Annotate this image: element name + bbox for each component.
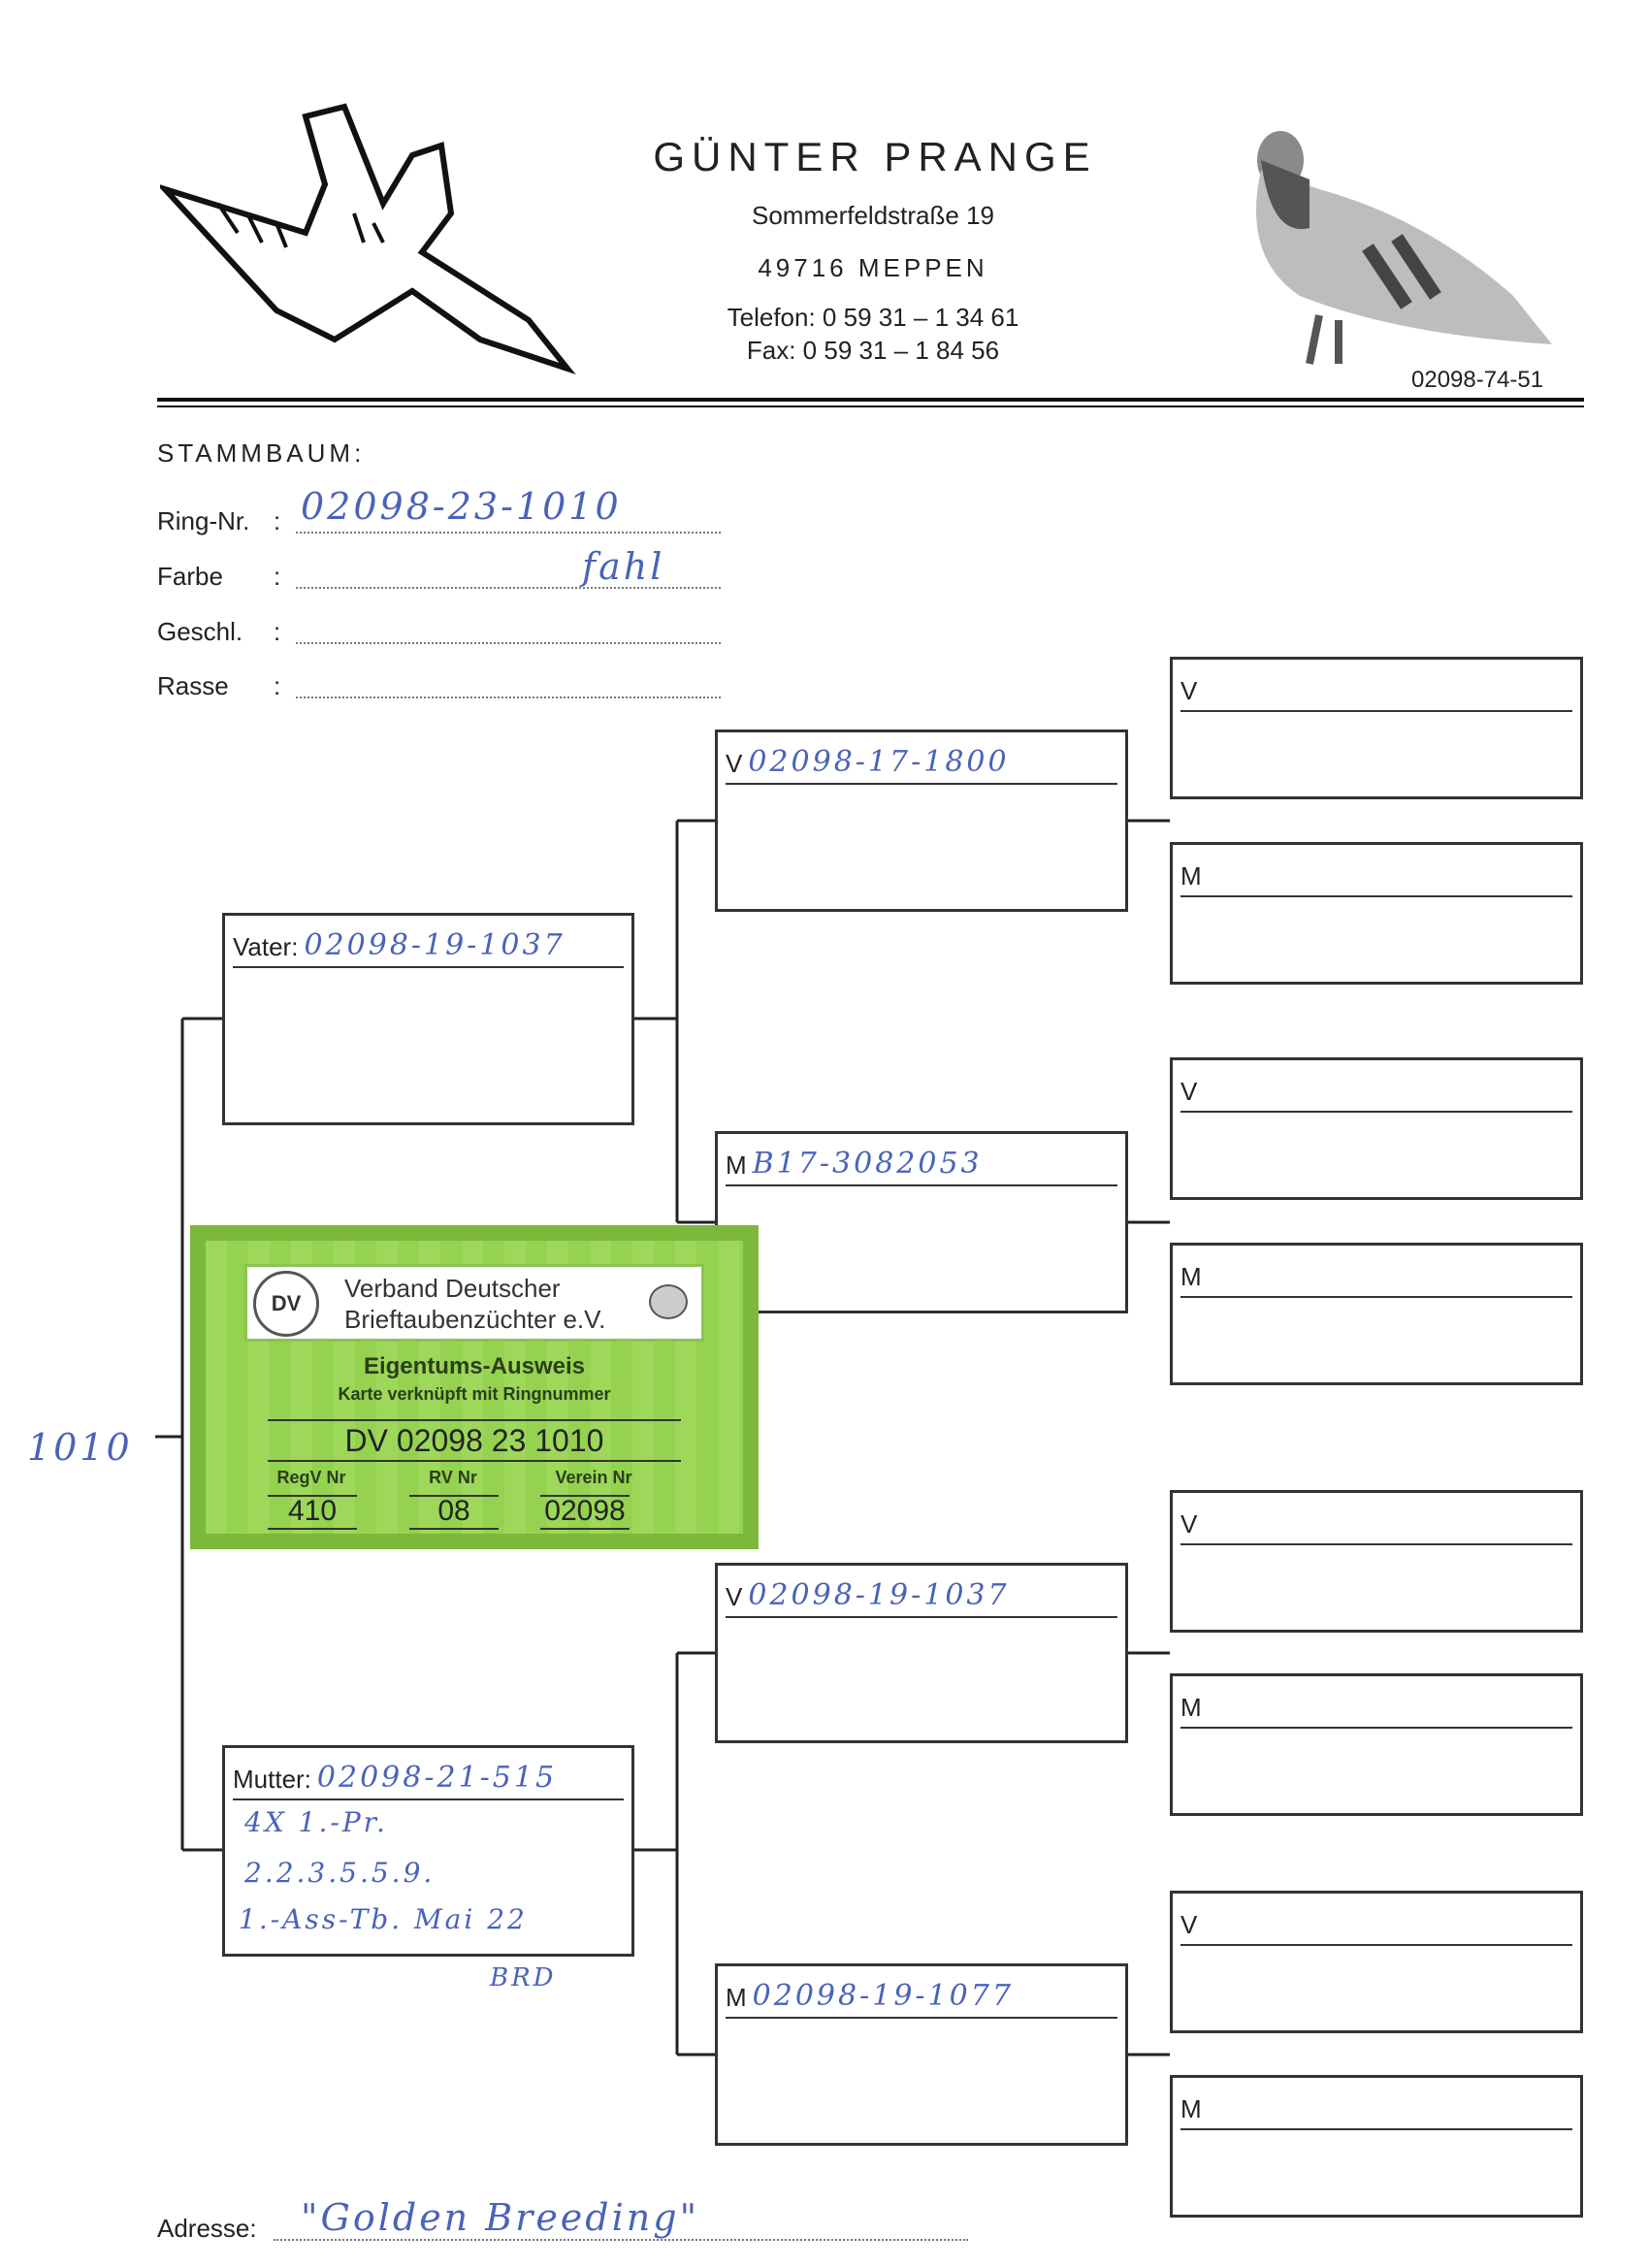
great-grandparent-box[interactable]: V [1170, 1057, 1583, 1200]
fax: Fax: 0 59 31 – 1 84 56 [746, 336, 1000, 365]
pigeon-ring-caption: 02098-74-51 [1411, 367, 1544, 393]
great-grandparent-box[interactable]: M [1170, 1243, 1583, 1385]
ggp-label: V [1180, 1077, 1198, 1106]
org-line1: Verband Deutscher [344, 1274, 561, 1303]
great-grandparent-box[interactable]: V [1170, 1490, 1583, 1633]
ggp-label: M [1180, 1262, 1202, 1291]
great-grandparent-box[interactable]: V [1170, 1891, 1583, 2033]
father-label: Vater: [233, 932, 299, 961]
phone: Telefon: 0 59 31 – 1 34 61 [727, 303, 1019, 332]
sex-field[interactable] [296, 642, 721, 644]
colon: : [274, 671, 281, 700]
gp-label: V [726, 1582, 743, 1611]
rv-label: RV Nr [429, 1468, 477, 1487]
org-line2: Brieftaubenzüchter e.V. [344, 1305, 606, 1334]
globe-logo-icon [649, 1284, 688, 1319]
regv-label: RegV Nr [276, 1468, 346, 1487]
gp-ring: B17-3082053 [752, 1147, 983, 1181]
mother-note: 4X 1.-Pr. [244, 1806, 388, 1838]
breeder-name: GÜNTER PRANGE [653, 134, 1097, 179]
mother-note: 2.2.3.5.5.9. [244, 1857, 436, 1889]
form-title: STAMMBAUM: [157, 438, 366, 468]
mother-extra-note: BRD [490, 1963, 557, 1993]
swallow-logo [160, 103, 576, 375]
father-box[interactable]: Vater:02098-19-1037 [222, 913, 634, 1125]
dv-seal-icon: DV [253, 1271, 319, 1337]
gp-ring: 02098-19-1037 [748, 1578, 1010, 1612]
card-ring: DV 02098 23 1010 [344, 1423, 604, 1458]
colon: : [274, 617, 281, 646]
color-value: fahl [582, 545, 665, 588]
gp-ring: 02098-17-1800 [748, 745, 1010, 779]
pigeon-photo [1256, 131, 1552, 365]
header-divider [157, 398, 1584, 402]
card-subtitle: Karte verknüpft mit Ringnummer [338, 1384, 611, 1404]
color-field[interactable] [296, 587, 721, 589]
header-divider-thin [157, 405, 1584, 407]
address-value: "Golden Breeding" [301, 2196, 700, 2239]
address-field[interactable] [274, 2239, 968, 2241]
color-label: Farbe [157, 562, 223, 591]
gp-label: M [726, 1150, 747, 1180]
ggp-label: V [1180, 1509, 1198, 1539]
ring-field[interactable] [296, 532, 721, 534]
verein-label: Verein Nr [555, 1468, 632, 1487]
great-grandparent-box[interactable]: V [1170, 657, 1583, 799]
great-grandparent-box[interactable]: M [1170, 2075, 1583, 2218]
mother-note: 1.-Ass-Tb. Mai 22 [239, 1903, 528, 1935]
side-note: 1010 [27, 1426, 133, 1469]
mother-box[interactable]: Mutter:02098-21-515 4X 1.-Pr. 2.2.3.5.5.… [222, 1745, 634, 1957]
mother-label: Mutter: [233, 1765, 311, 1794]
rv-value: 08 [437, 1495, 470, 1527]
sex-label: Geschl. [157, 617, 243, 646]
great-grandparent-box[interactable]: M [1170, 1673, 1583, 1816]
card-title: Eigentums-Ausweis [363, 1353, 586, 1379]
ggp-label: M [1180, 1693, 1202, 1722]
regv-value: 410 [287, 1495, 338, 1527]
ggp-label: M [1180, 2094, 1202, 2123]
father-ring: 02098-19-1037 [304, 928, 566, 962]
street: Sommerfeldstraße 19 [752, 201, 994, 230]
mother-ring: 02098-21-515 [316, 1761, 558, 1795]
breed-label: Rasse [157, 671, 229, 700]
colon: : [274, 562, 281, 591]
gp-label: V [726, 749, 743, 778]
ring-value: 02098-23-1010 [301, 485, 622, 528]
ggp-label: M [1180, 861, 1202, 891]
great-grandparent-box[interactable]: M [1170, 842, 1583, 985]
breed-field[interactable] [296, 697, 721, 698]
gp-ring: 02098-19-1077 [752, 1979, 1014, 2013]
colon: : [274, 506, 281, 535]
city: 49716 MEPPEN [758, 253, 988, 282]
gp-label: M [726, 1983, 747, 2012]
verein-value: 02098 [544, 1495, 626, 1527]
address-label: Adresse: [157, 2214, 257, 2243]
ggp-label: V [1180, 676, 1198, 705]
ggp-label: V [1180, 1910, 1198, 1939]
ring-label: Ring-Nr. [157, 506, 250, 535]
